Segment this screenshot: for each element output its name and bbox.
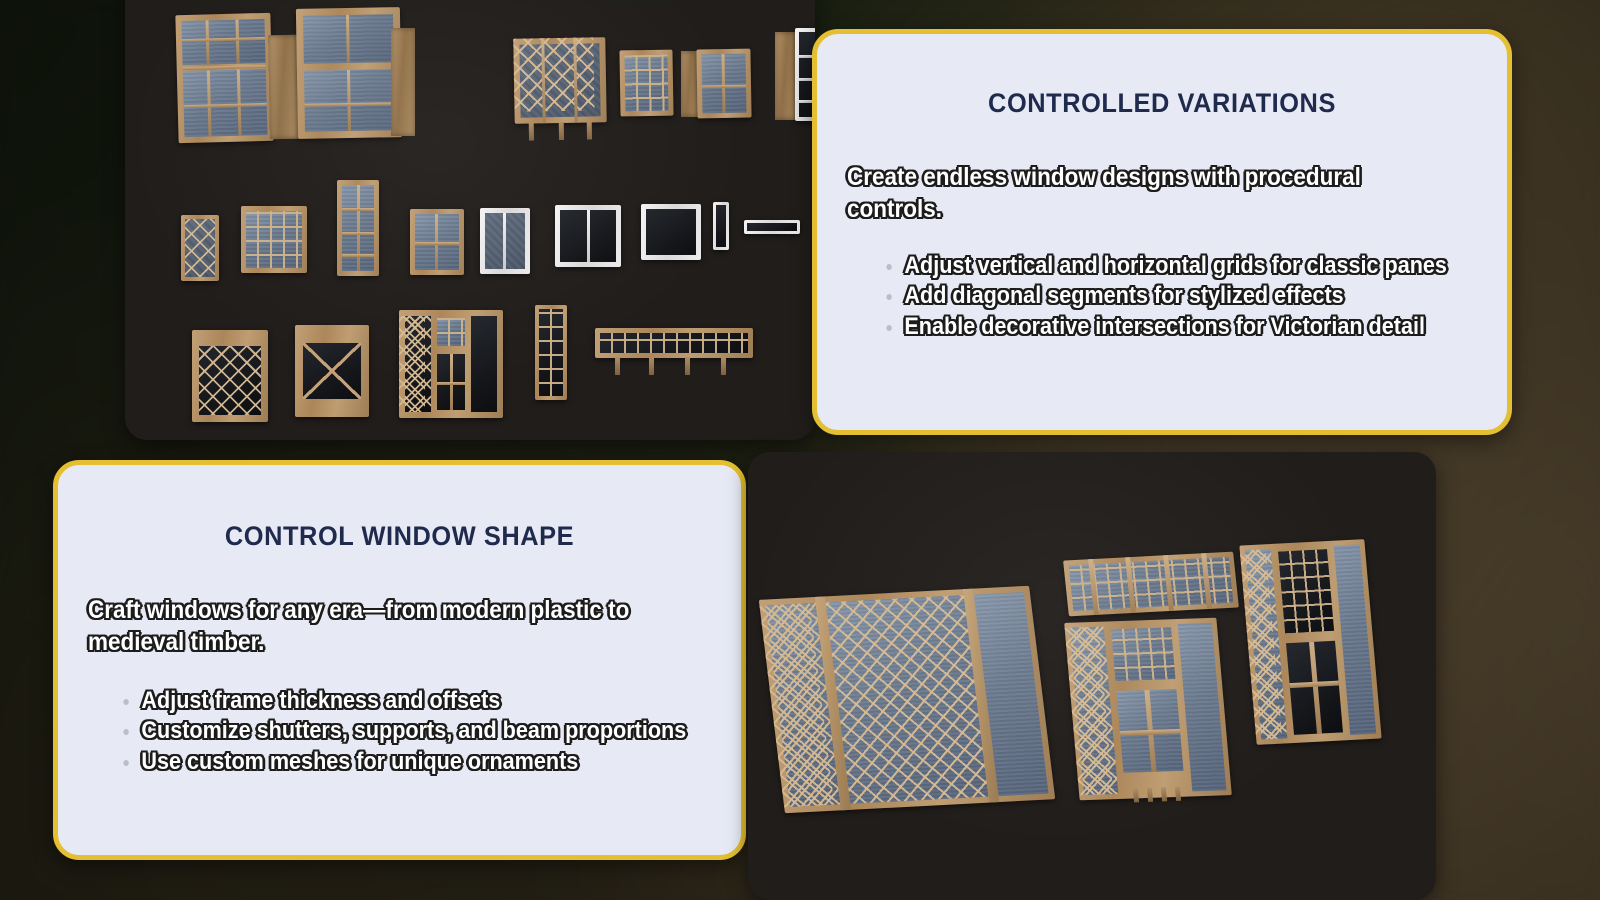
asset-showcase-panel	[125, 0, 815, 440]
list-item: Adjust vertical and horizontal grids for…	[881, 251, 1516, 281]
asset-viewport-scene	[125, 0, 815, 440]
render-window-bay	[758, 585, 1056, 814]
window-asset-r1c2	[295, 7, 403, 139]
window-shutter-r1c	[681, 51, 699, 117]
window-asset-r3c1	[192, 330, 268, 422]
control-window-shape-body: Craft windows for any era—from modern pl…	[88, 596, 630, 656]
window-asset-r3c3	[399, 310, 503, 418]
window-asset-r2c4	[410, 209, 464, 275]
controlled-variations-bullet-list: Adjust vertical and horizontal grids for…	[881, 251, 1587, 342]
window-asset-r2c8	[713, 202, 729, 250]
list-item: Use custom meshes for unique ornaments	[118, 747, 746, 777]
window-asset-r2c6	[555, 205, 621, 267]
window-asset-r2c9	[744, 220, 800, 234]
window-shutter-r1b	[391, 28, 415, 136]
window-asset-r3c2	[295, 325, 369, 417]
window-asset-r1c4	[619, 49, 674, 117]
window-asset-r2c2	[241, 206, 307, 273]
render-viewport-scene	[748, 452, 1436, 900]
window-asset-r3c5	[595, 328, 753, 375]
controlled-variations-card: CONTROLLED VARIATIONS Create endless win…	[812, 29, 1512, 435]
window-asset-r3c4	[535, 305, 567, 400]
control-window-shape-card: CONTROL WINDOW SHAPE Craft windows for a…	[53, 460, 746, 860]
list-item: Enable decorative intersections for Vict…	[881, 312, 1516, 342]
cross-brace-icon	[303, 343, 361, 399]
list-item: Adjust frame thickness and offsets	[118, 686, 746, 716]
list-item: Add diagonal segments for stylized effec…	[881, 281, 1516, 311]
controlled-variations-body: Create endless window designs with proce…	[847, 163, 1361, 223]
window-asset-r2c7	[641, 204, 701, 260]
render-window-transom	[1063, 551, 1239, 617]
window-asset-r1c1	[175, 12, 274, 144]
control-window-shape-bullet-list: Adjust frame thickness and offsets Custo…	[118, 686, 816, 777]
window-shutter-r1d	[775, 32, 797, 120]
list-item: Customize shutters, supports, and beam p…	[118, 716, 746, 746]
render-window-tall	[1239, 539, 1382, 745]
window-asset-r1c6	[795, 28, 815, 121]
render-window-casement	[1064, 617, 1232, 803]
viewport-top-tint	[125, 0, 815, 6]
control-window-shape-title: CONTROL WINDOW SHAPE	[224, 521, 575, 551]
window-asset-r1c5	[696, 48, 752, 119]
window-asset-r1c3	[513, 37, 607, 141]
window-shutter-r1	[268, 34, 300, 140]
controlled-variations-title: CONTROLLED VARIATIONS	[988, 88, 1336, 118]
render-showcase-panel	[748, 452, 1436, 900]
window-asset-r2c3	[337, 180, 379, 276]
window-asset-r2c1	[181, 215, 219, 281]
window-asset-r2c5	[480, 208, 530, 274]
